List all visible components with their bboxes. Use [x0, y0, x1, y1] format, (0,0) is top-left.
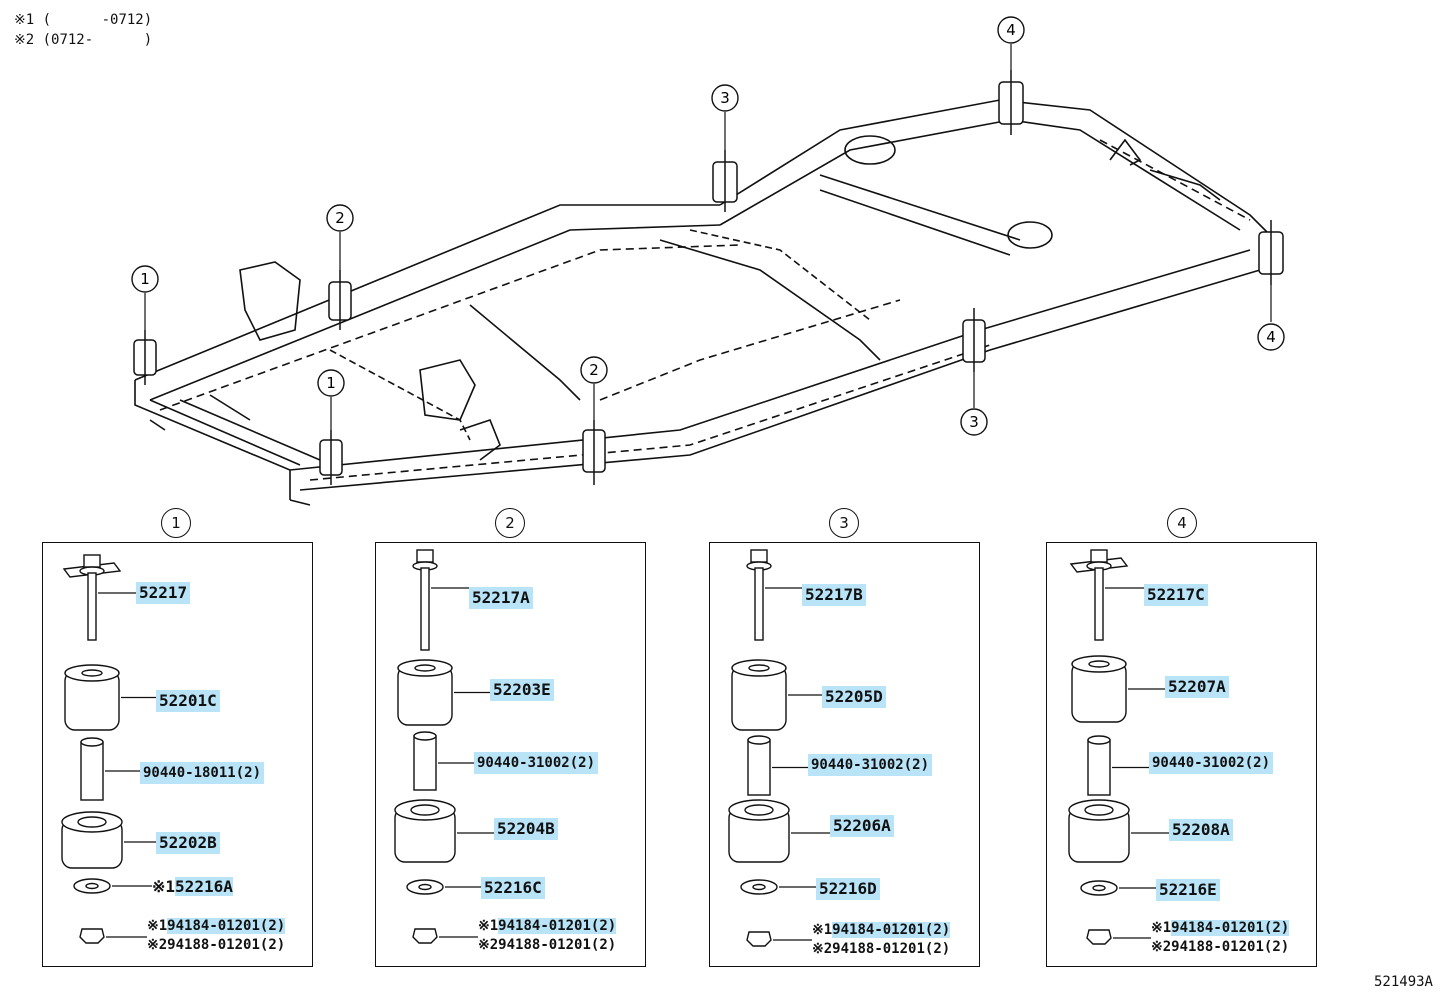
note-2: ※2 (0712- ) — [14, 32, 153, 48]
upper-cushion-hole — [748, 664, 770, 672]
mount-3a — [712, 150, 738, 212]
callout-text: 4 — [1266, 328, 1276, 346]
upper-cushion-hole — [1088, 660, 1110, 668]
panel-title-3: 3 — [829, 508, 859, 538]
part-label[interactable]: 52202B — [156, 832, 220, 854]
frame-mounts — [133, 70, 1284, 485]
callout-leaders — [144, 44, 1272, 430]
frame-rails — [134, 99, 1271, 506]
panel-title-4: 4 — [1167, 508, 1197, 538]
figure-id: 521493A — [1373, 974, 1433, 990]
panel-4 — [1046, 542, 1317, 967]
nut — [79, 928, 105, 944]
washer-label[interactable]: 52216C — [481, 877, 545, 899]
part-label[interactable]: 52208A — [1169, 819, 1233, 841]
part-label[interactable]: 52217A — [469, 587, 533, 609]
collar-top — [747, 735, 771, 745]
callout-circle — [317, 369, 345, 397]
part-label[interactable]: 52217C — [1144, 584, 1208, 606]
panel-3 — [709, 542, 980, 967]
part-label[interactable]: 52204B — [494, 818, 558, 840]
mount-1a — [133, 330, 157, 385]
callout-texts: 1 1 2 2 3 3 4 4 — [140, 21, 1276, 431]
panel-leaders — [98, 587, 1169, 941]
callout-text: 1 — [140, 270, 150, 288]
mount-3b — [962, 308, 986, 372]
nut-label-2[interactable]: ※294188-01201(2) — [1151, 939, 1290, 955]
nut-label-2[interactable]: ※294188-01201(2) — [147, 937, 286, 953]
note-1: ※1 ( -0712) — [14, 12, 153, 28]
washer-hole — [418, 883, 432, 891]
part-label[interactable]: 52207A — [1165, 676, 1229, 698]
mount-2b — [582, 420, 606, 485]
callout-circle — [997, 16, 1025, 44]
nut-label-1[interactable]: ※194184-01201(2) — [1151, 920, 1290, 936]
lower-cushion-hole — [410, 804, 440, 816]
callout-text: 3 — [720, 89, 730, 107]
mount-1b — [319, 430, 343, 485]
callout-circle — [1257, 323, 1285, 351]
panel-title-2: 2 — [495, 508, 525, 538]
mount-4b — [1258, 220, 1284, 285]
lower-cushion-hole — [77, 816, 107, 828]
part-label[interactable]: 52217B — [802, 584, 866, 606]
callout-text: 2 — [335, 209, 345, 227]
lower-cushion-hole — [1084, 804, 1114, 816]
callout-circle — [131, 265, 159, 293]
collar-top — [80, 737, 104, 747]
callout-text: 1 — [326, 374, 336, 392]
callout-circle — [580, 356, 608, 384]
nut-label-1[interactable]: ※194184-01201(2) — [147, 918, 286, 934]
washer-hole — [1092, 884, 1106, 892]
callout-circles — [131, 16, 1285, 436]
bolt-shank — [420, 567, 430, 651]
panel-1 — [42, 542, 313, 967]
panel-title-1: 1 — [161, 508, 191, 538]
washer-label[interactable]: 52216E — [1156, 879, 1220, 901]
nut-label-2[interactable]: ※294188-01201(2) — [812, 941, 951, 957]
collar-top — [413, 731, 437, 741]
part-label[interactable]: 90440-18011(2) — [140, 762, 265, 784]
washer-hole — [85, 882, 99, 890]
nut-label-1[interactable]: ※194184-01201(2) — [812, 922, 951, 938]
callout-circle — [711, 84, 739, 112]
part-label[interactable]: 52203E — [490, 679, 554, 701]
nut — [746, 931, 772, 947]
panel-2 — [375, 542, 646, 967]
collar-top — [1087, 735, 1111, 745]
bolt-shank — [1094, 567, 1104, 641]
upper-cushion-hole — [414, 664, 436, 672]
callout-text: 3 — [969, 413, 979, 431]
part-label[interactable]: 90440-31002(2) — [1149, 752, 1274, 774]
bolt-shank — [754, 567, 764, 641]
washer-hole — [752, 883, 766, 891]
part-label[interactable]: 52217 — [136, 582, 191, 604]
nut — [412, 928, 438, 944]
nut — [1086, 929, 1112, 945]
nut-label-1[interactable]: ※194184-01201(2) — [478, 918, 617, 934]
notes: ※1 ( -0712) ※2 (0712- ) — [14, 10, 152, 50]
mount-2a — [328, 270, 352, 330]
washer-label[interactable]: 52216D — [816, 878, 880, 900]
callout-text: 4 — [1006, 21, 1016, 39]
lower-cushion-hole — [744, 804, 774, 816]
washer-label[interactable]: ※152216A — [152, 877, 233, 896]
part-label[interactable]: 52205D — [822, 686, 886, 708]
panel-part-drawings — [61, 549, 1130, 947]
callout-circle — [960, 408, 988, 436]
part-label[interactable]: 52201C — [156, 690, 220, 712]
callout-circle — [326, 204, 354, 232]
part-label[interactable]: 90440-31002(2) — [808, 754, 933, 776]
upper-cushion-hole — [81, 669, 103, 677]
callout-text: 2 — [589, 361, 599, 379]
part-label[interactable]: 52206A — [830, 815, 894, 837]
bolt-shank — [87, 572, 97, 641]
nut-label-2[interactable]: ※294188-01201(2) — [478, 937, 617, 953]
part-label[interactable]: 90440-31002(2) — [474, 752, 599, 774]
mount-4a — [998, 70, 1024, 135]
